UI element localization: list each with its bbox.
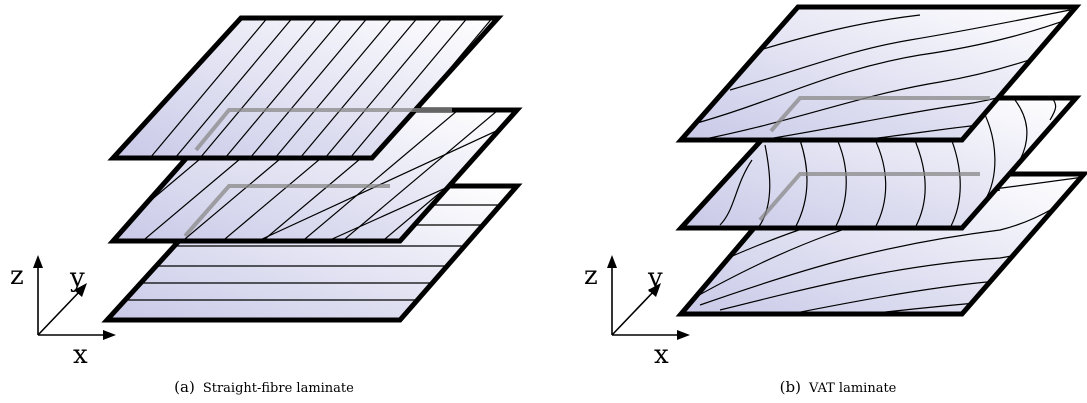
panel-a: z y x (a) Straight-fibre laminate [10,15,523,396]
axis-label-z-a: z [10,261,24,291]
caption-tag-b: (b) [780,378,801,396]
caption-b: (b) VAT laminate [780,378,897,396]
axes-b: z y x [584,255,690,370]
axis-label-x-b: x [654,340,669,370]
caption-a: (a) Straight-fibre laminate [174,378,354,396]
ply-b-top [675,4,1082,143]
caption-tag-a: (a) [174,378,195,396]
axis-label-y-b: y [647,263,663,293]
panel-b: z y x (b) VAT laminate [584,4,1087,396]
axis-label-x-a: x [73,340,88,370]
ply-a-top [107,15,504,161]
caption-text-a: Straight-fibre laminate [203,381,354,396]
axis-label-z-b: z [584,261,598,291]
axes-a: z y x [10,255,116,370]
axis-label-y-a: y [69,263,85,293]
caption-text-b: VAT laminate [808,381,897,396]
